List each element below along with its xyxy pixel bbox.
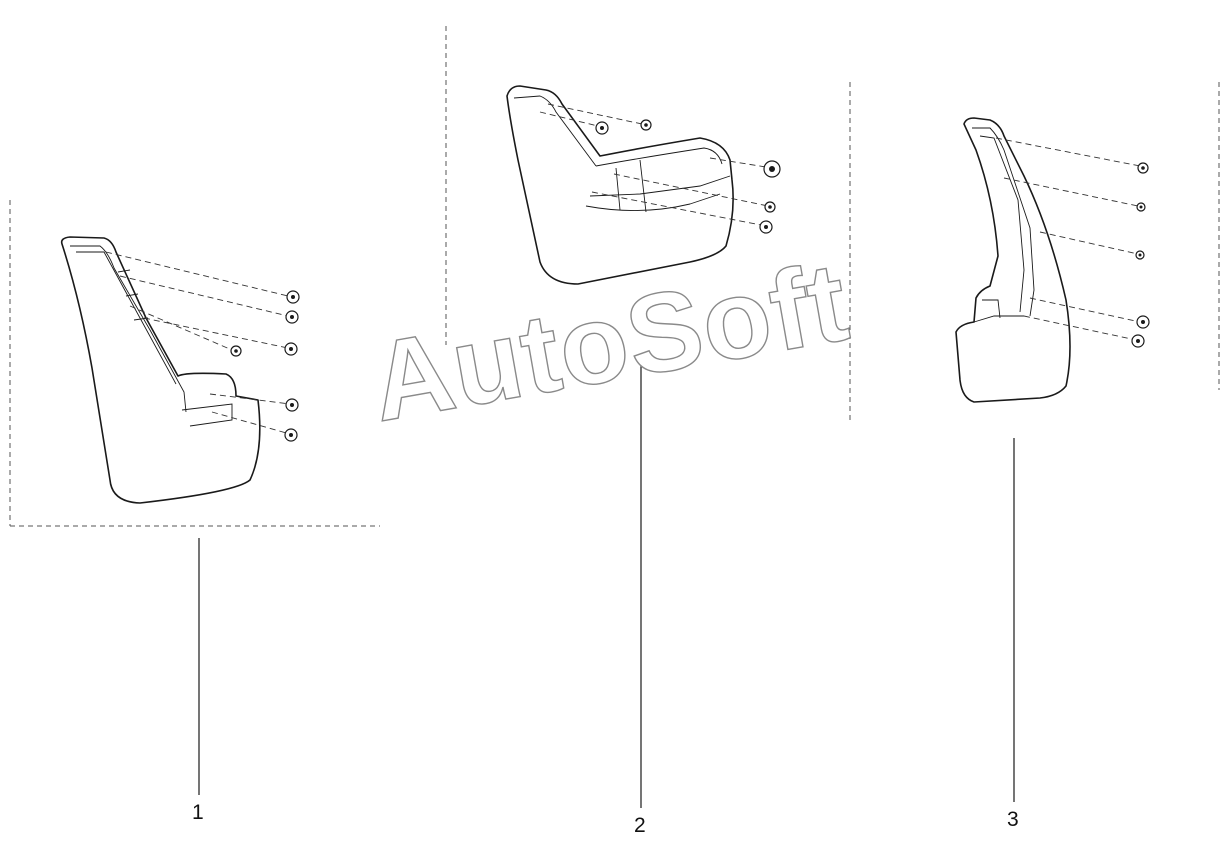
callout-1: 1: [192, 801, 204, 824]
mud-flap-3: [955, 117, 1071, 403]
mud-flap-2-fastener-lines: [539, 103, 773, 227]
mud-flap-1-screws: [230, 290, 300, 442]
mud-flap-1: [60, 236, 261, 504]
callout-3: 3: [1007, 808, 1019, 831]
mud-flap-2: [506, 85, 734, 285]
mud-flap-3-screws: [1131, 162, 1150, 348]
mud-flap-1-fastener-lines: [105, 251, 291, 435]
mud-flap-3-fastener-lines: [995, 137, 1141, 341]
mud-flap-2-screws: [595, 119, 781, 234]
callout-2: 2: [634, 814, 646, 837]
group-1-frame: [9, 26, 447, 527]
